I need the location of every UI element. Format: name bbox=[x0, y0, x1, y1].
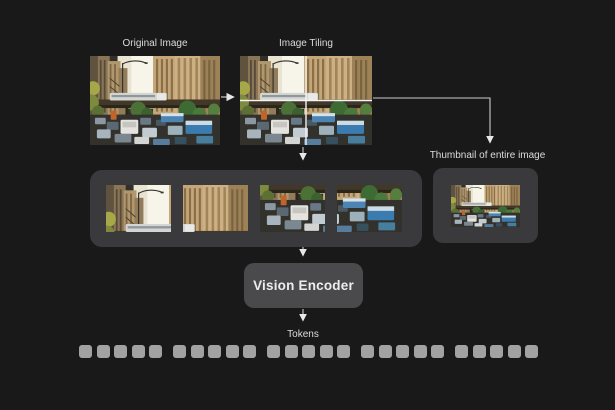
original-image-label: Original Image bbox=[122, 38, 188, 49]
token-square bbox=[472, 345, 486, 358]
token-square bbox=[267, 345, 280, 358]
token-group bbox=[173, 345, 256, 358]
token-square bbox=[284, 345, 298, 358]
token-square bbox=[431, 345, 444, 358]
token-square bbox=[455, 345, 468, 358]
token-square bbox=[131, 345, 145, 358]
thumbnail-label: Thumbnail of entire image bbox=[429, 150, 546, 161]
thumbnail-image bbox=[451, 184, 520, 227]
tile-top-right bbox=[183, 185, 248, 232]
token-square bbox=[243, 345, 256, 358]
thumbnail-container bbox=[433, 168, 538, 243]
token-square bbox=[114, 345, 127, 358]
tiled-image bbox=[240, 56, 372, 145]
vision-encoder-box: Vision Encoder bbox=[244, 263, 363, 308]
token-square bbox=[396, 345, 409, 358]
token-square bbox=[302, 345, 315, 358]
token-square bbox=[79, 345, 92, 358]
token-rows bbox=[79, 345, 538, 358]
token-square bbox=[361, 345, 374, 358]
original-image bbox=[90, 56, 220, 145]
token-square bbox=[337, 345, 350, 358]
token-square bbox=[525, 345, 538, 358]
token-group bbox=[267, 345, 350, 358]
token-square bbox=[173, 345, 186, 358]
tokens-label: Tokens bbox=[287, 329, 319, 340]
token-group bbox=[361, 345, 444, 358]
token-square bbox=[96, 345, 110, 358]
tile-bottom-left bbox=[260, 185, 325, 232]
tiles-container bbox=[90, 170, 422, 247]
token-square bbox=[319, 345, 333, 358]
token-square bbox=[149, 345, 162, 358]
tile-top-left bbox=[106, 185, 171, 232]
token-square bbox=[490, 345, 503, 358]
token-group bbox=[455, 345, 538, 358]
token-square bbox=[208, 345, 221, 358]
image-tiling-label: Image Tiling bbox=[279, 38, 333, 49]
vision-encoder-label: Vision Encoder bbox=[253, 278, 354, 293]
token-group bbox=[79, 345, 162, 358]
arrow-tiling-to-thumbnail-icon bbox=[373, 97, 494, 144]
token-square bbox=[507, 345, 521, 358]
tile-bottom-right bbox=[337, 185, 402, 232]
token-square bbox=[190, 345, 204, 358]
token-square bbox=[378, 345, 392, 358]
token-square bbox=[413, 345, 427, 358]
token-square bbox=[225, 345, 239, 358]
